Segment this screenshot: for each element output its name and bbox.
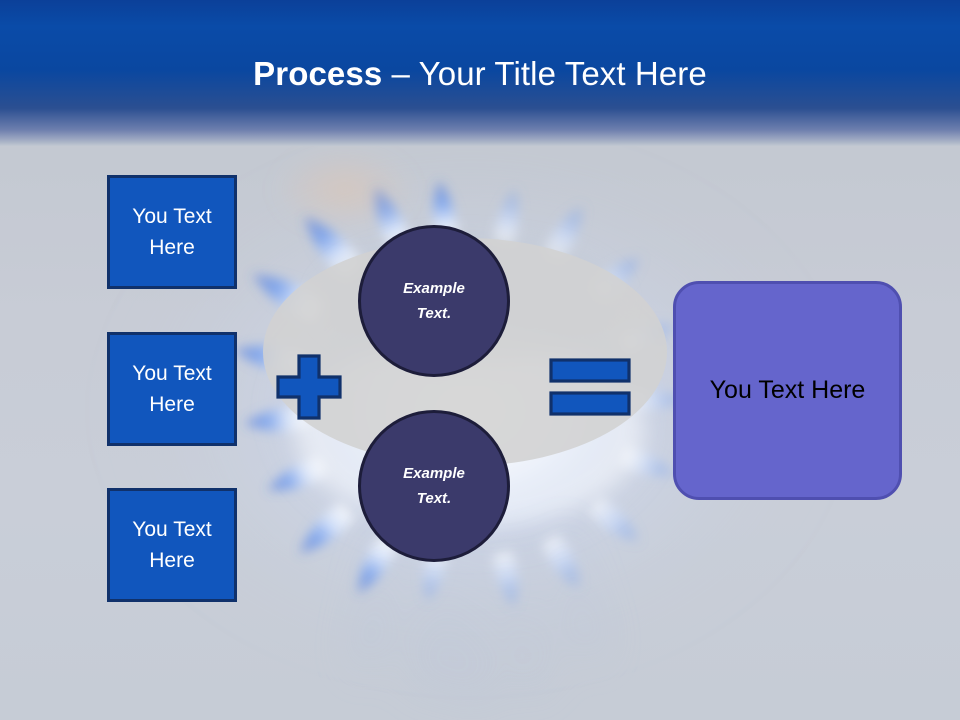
process-circle-1-line1: Example xyxy=(403,280,465,297)
equals-icon xyxy=(549,358,631,416)
input-box-2[interactable]: You Text Here xyxy=(107,332,237,446)
page-title-strong: Process xyxy=(253,55,383,92)
page-title-rest: – Your Title Text Here xyxy=(382,55,707,92)
input-box-2-label: You Text Here xyxy=(132,362,212,416)
input-box-1-label: You Text Here xyxy=(132,205,212,259)
process-circle-1-line2: Text. xyxy=(416,305,452,322)
process-circle-2-line2: Text. xyxy=(416,490,452,507)
process-circle-1[interactable]: Example Text. xyxy=(358,225,510,377)
input-box-3-label: You Text Here xyxy=(132,518,212,572)
plus-icon xyxy=(276,354,342,420)
process-circle-1-label: Example Text. xyxy=(403,276,465,326)
page-title: Process – Your Title Text Here xyxy=(0,54,960,94)
input-box-1[interactable]: You Text Here xyxy=(107,175,237,289)
process-circle-2-label: Example Text. xyxy=(403,461,465,511)
result-box-label: You Text Here xyxy=(709,376,866,404)
result-box[interactable]: You Text Here xyxy=(673,281,902,500)
process-circle-2-line1: Example xyxy=(403,465,465,482)
input-box-3[interactable]: You Text Here xyxy=(107,488,237,602)
title-banner: Process – Your Title Text Here xyxy=(0,0,960,146)
process-circle-2[interactable]: Example Text. xyxy=(358,410,510,562)
